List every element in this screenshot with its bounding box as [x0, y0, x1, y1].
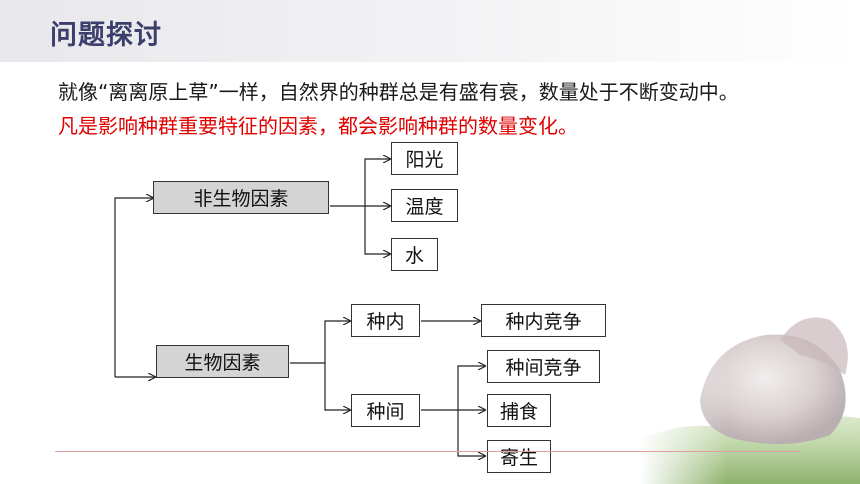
parasitism-box: 寄生 [487, 440, 551, 473]
parasitism-arrow [457, 410, 485, 456]
interspecific-box: 种间 [351, 394, 420, 427]
sunlight-box: 阳光 [391, 142, 458, 175]
root-connector [114, 198, 153, 377]
interspecific-arrow [324, 363, 350, 410]
water-box: 水 [391, 238, 438, 271]
intraspecific-arrow [324, 321, 350, 363]
biotic-factors-box: 生物因素 [156, 345, 289, 378]
intraspecific-competition-box: 种内竞争 [481, 304, 606, 337]
page-title: 问题探讨 [50, 20, 162, 51]
predation-box: 捕食 [487, 394, 551, 427]
highlight-text: 凡是影响种群重要特征的因素，都会影响种群的数量变化。 [58, 114, 578, 138]
abiotic-factors-box: 非生物因素 [153, 181, 329, 214]
water-arrow [364, 206, 390, 254]
interspecific-competition-box: 种间竞争 [487, 350, 600, 383]
rock-grass-decoration [640, 300, 860, 484]
footer-divider [55, 451, 800, 452]
intraspecific-box: 种内 [351, 304, 420, 337]
title-bar [0, 0, 860, 62]
sunlight-arrow [364, 159, 390, 206]
intro-text: 就像“离离原上草”一样，自然界的种群总是有盛有衰，数量处于不断变动中。 [58, 80, 739, 104]
inter-competition-arrow [457, 366, 485, 410]
temperature-box: 温度 [391, 189, 458, 222]
